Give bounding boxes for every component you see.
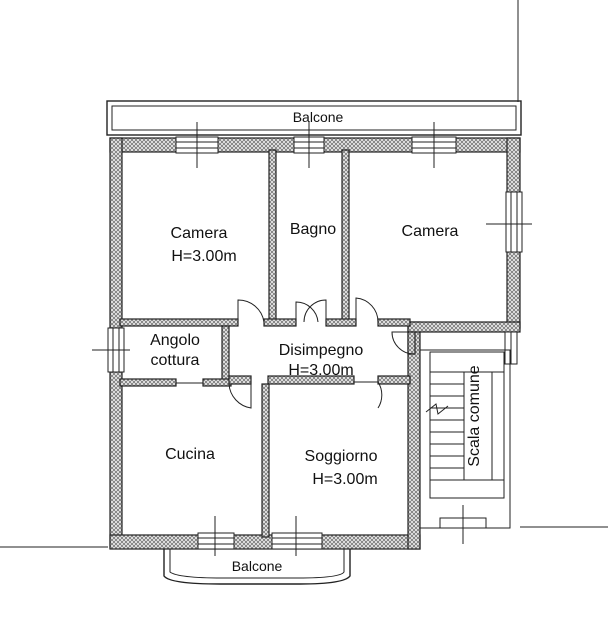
label-camera-right: Camera — [402, 223, 459, 240]
label-scala-comune: Scala comune — [466, 365, 483, 466]
label-cucina: Cucina — [165, 446, 215, 463]
label-soggiorno: Soggiorno — [305, 448, 378, 465]
property-boundary — [0, 0, 608, 548]
label-balcone-bottom: Balcone — [232, 558, 283, 574]
label-disimpegno-height: H=3.00m — [288, 362, 353, 379]
label-angolo: Angolo — [150, 332, 200, 349]
label-bagno: Bagno — [290, 221, 336, 238]
label-camera-left: Camera — [171, 225, 228, 242]
label-cottura: cottura — [151, 352, 200, 369]
staircase — [419, 349, 511, 544]
balcony-bottom — [163, 549, 351, 585]
room-labels: Balcone Camera H=3.00m Bagno Camera Ango… — [150, 109, 483, 574]
label-disimpegno: Disimpegno — [279, 342, 364, 359]
label-balcone-top: Balcone — [293, 109, 344, 125]
balcony-top — [106, 100, 522, 136]
doors — [176, 297, 415, 409]
windows — [92, 122, 532, 556]
label-soggiorno-height: H=3.00m — [312, 471, 377, 488]
label-camera-left-height: H=3.00m — [171, 248, 236, 265]
